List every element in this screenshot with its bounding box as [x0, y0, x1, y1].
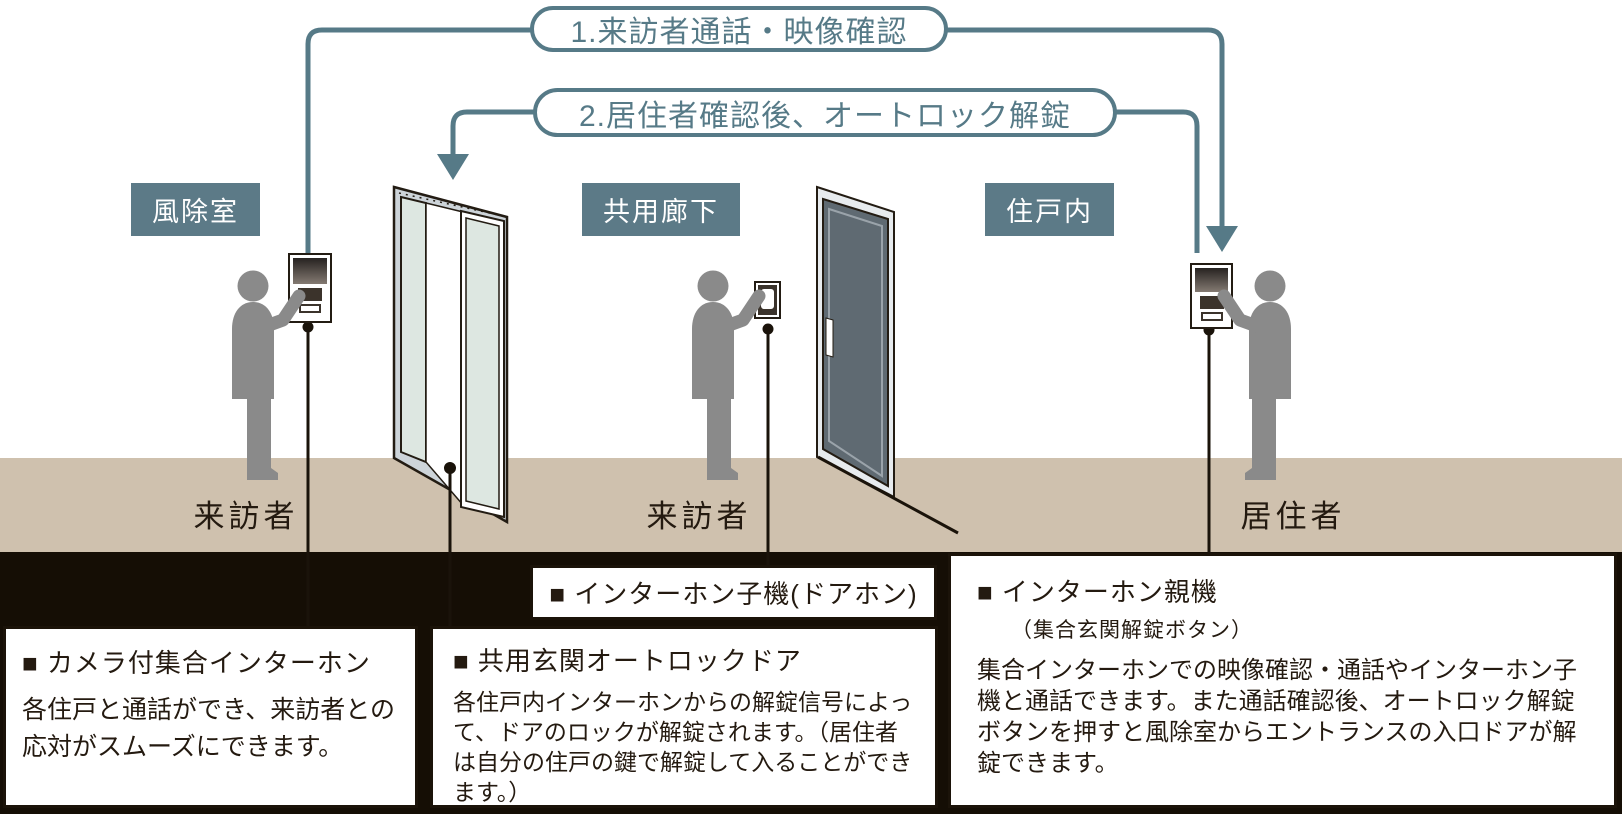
flow-step1-banner: 1.来訪者通話・映像確認 [530, 6, 948, 52]
callout-body: 各住戸と通話ができ、来訪者との応対がスムーズにできます。 [22, 696, 396, 761]
flow-connectors [305, 27, 1225, 253]
callout-heading: ■ カメラ付集合インターホン [22, 648, 371, 678]
connector-step2-left [450, 109, 537, 156]
person-silhouette-visitor-2 [692, 270, 766, 480]
intercom-screen [293, 258, 327, 284]
door-handle [825, 317, 834, 358]
callout-subheading: （集合玄関解錠ボタン） [1011, 619, 1253, 642]
person-label-visitor-1: 来訪者 [193, 499, 299, 534]
zone-label-common-corridor: 共用廊下 [582, 183, 740, 236]
flow-step2-banner: 2.居住者確認後、オートロック解錠 [533, 88, 1117, 137]
leader-lines [302, 321, 1215, 627]
intercom-button [299, 304, 321, 313]
person-silhouette-visitor-1 [232, 270, 306, 480]
callout-camera-intercom: ■ カメラ付集合インターホン 各住戸と通話ができ、来訪者との応対がスムーズにでき… [3, 626, 418, 808]
zone-label-inside-dwelling: 住戸内 [985, 183, 1114, 236]
callout-heading: ■ インターホン親機 [977, 577, 1218, 607]
autolock-glass-door [392, 185, 509, 525]
person-label-resident: 居住者 [1240, 499, 1346, 534]
down-arrow-icon [437, 154, 469, 180]
person-silhouette-resident [1217, 270, 1291, 480]
callout-body: 各住戸内インターホンからの解錠信号によって、ドアのロックが解錠されます。（居住者… [453, 689, 913, 805]
intercom-screen [1195, 268, 1228, 292]
zone-label-windbreak-room: 風除室 [131, 183, 260, 236]
callout-autolock-door: ■ 共用玄関オートロックドア 各住戸内インターホンからの解錠信号によって、ドアの… [430, 626, 938, 808]
connector-step1-left [305, 27, 535, 253]
intercom-button [1200, 312, 1223, 321]
door-floor-line [817, 455, 959, 535]
intercom-speaker [1199, 296, 1224, 309]
connector-step1-right [944, 27, 1225, 228]
person-label-visitor-2: 来訪者 [646, 499, 752, 534]
callout-body: 集合インターホンでの映像確認・通話やインターホン子機と通話できます。また通話確認… [977, 657, 1577, 777]
callout-parent-intercom: ■ インターホン親機 （集合玄関解錠ボタン） 集合インターホンでの映像確認・通話… [948, 553, 1617, 808]
callout-heading: ■ 共用玄関オートロックドア [453, 646, 802, 676]
callout-doorphone-label: ■ インターホン子機(ドアホン) [530, 565, 937, 620]
dwelling-entrance-door [816, 185, 959, 535]
connector-step2-right [1114, 109, 1200, 253]
down-arrow-icon [1206, 226, 1238, 252]
